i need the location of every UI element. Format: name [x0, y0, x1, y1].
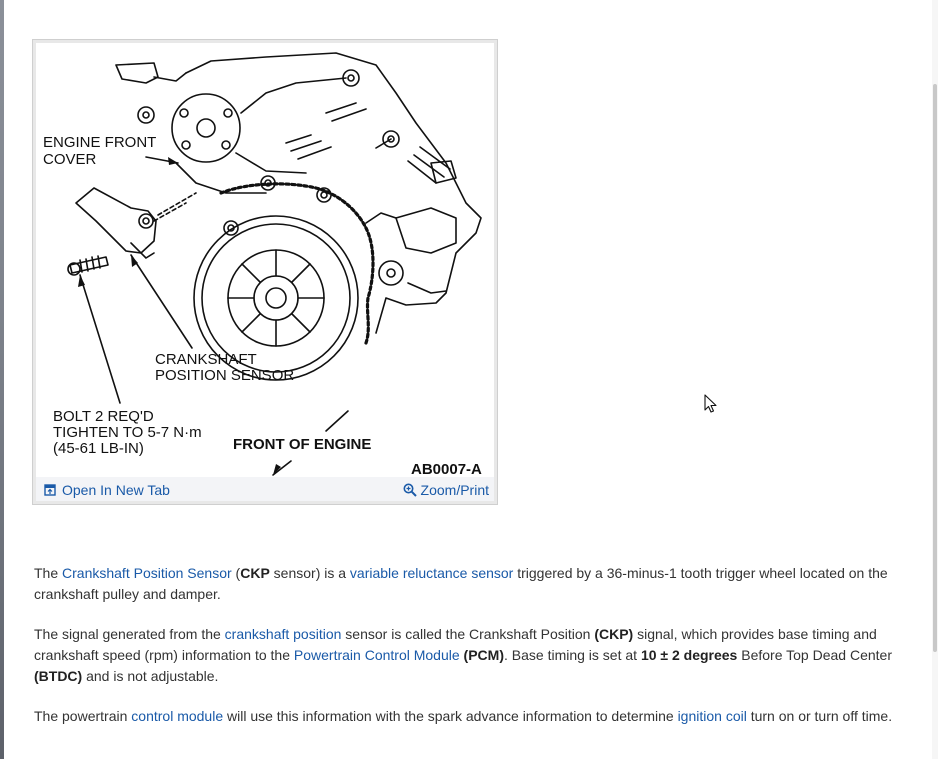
label-bolt-1: BOLT 2 REQ'D: [53, 408, 154, 425]
article-body: The Crankshaft Position Sensor (CKP sens…: [34, 563, 904, 746]
link-powertrain-control-module[interactable]: Powertrain Control Module: [293, 647, 460, 663]
diagram-figure: ENGINE FRONT COVER CRANKSHAFT POSITION S…: [32, 39, 498, 505]
paragraph-ignition-coil: The powertrain control module will use t…: [34, 706, 904, 727]
text: signal, which provides base timing and c…: [34, 626, 877, 663]
label-engine-front-cover-1: ENGINE FRONT: [43, 134, 156, 151]
text: . Base timing is set at: [503, 647, 641, 663]
open-in-new-tab-button[interactable]: Open In New Tab: [44, 482, 170, 498]
mouse-cursor-icon: [704, 394, 718, 419]
text: The: [34, 565, 63, 581]
text: (: [231, 565, 241, 581]
text: and is not adjustable.: [82, 668, 219, 684]
text: will use this information with the spark…: [223, 708, 678, 724]
open-in-new-tab-label: Open In New Tab: [62, 482, 170, 498]
label-bolt-3: (45-61 LB-IN): [53, 440, 144, 457]
bold-ckp: CKP: [240, 565, 270, 581]
label-bolt-2: TIGHTEN TO 5-7 N·m: [53, 424, 202, 441]
zoom-icon: [403, 483, 417, 497]
text: sensor is called the Crankshaft Position: [341, 626, 595, 642]
label-engine-front-cover-2: COVER: [43, 151, 97, 168]
link-crankshaft-position[interactable]: crankshaft position: [224, 626, 342, 642]
text: The powertrain: [34, 708, 132, 724]
label-position-sensor-2: POSITION SENSOR: [155, 367, 294, 384]
scrollbar-track[interactable]: [932, 0, 938, 759]
link-crankshaft-position-sensor[interactable]: Crankshaft Position Sensor: [62, 565, 232, 581]
link-ignition-coil[interactable]: ignition coil: [677, 708, 747, 724]
zoom-print-button[interactable]: Zoom/Print: [403, 482, 489, 498]
open-new-tab-icon: [44, 484, 56, 496]
zoom-print-label: Zoom/Print: [420, 482, 489, 498]
label-crankshaft-1: CRANKSHAFT: [155, 351, 257, 368]
crankshaft-sensor-diagram[interactable]: ENGINE FRONT COVER CRANKSHAFT POSITION S…: [36, 43, 494, 477]
bold-base-timing: 10 ± 2 degrees: [640, 647, 738, 663]
link-control-module[interactable]: control module: [131, 708, 224, 724]
figure-code: AB0007-A: [411, 461, 482, 477]
bold-pcm: (PCM): [463, 647, 504, 663]
figure-toolbar: Open In New Tab Zoom/Print: [36, 477, 494, 501]
paragraph-ckp-intro: The Crankshaft Position Sensor (CKP sens…: [34, 563, 904, 605]
bold-ckp-paren: (CKP): [594, 626, 634, 642]
bold-btdc: (BTDC): [34, 668, 83, 684]
text: sensor) is a: [269, 565, 350, 581]
engine-illustration: ENGINE FRONT COVER CRANKSHAFT POSITION S…: [43, 52, 482, 477]
window-left-edge: [0, 0, 4, 759]
text: The signal generated from the: [34, 626, 225, 642]
text: Before Top Dead Center: [737, 647, 892, 663]
link-variable-reluctance-sensor[interactable]: variable reluctance sensor: [349, 565, 514, 581]
label-front-of-engine: FRONT OF ENGINE: [233, 436, 371, 453]
scrollbar-thumb[interactable]: [933, 84, 937, 652]
text: triggered by a 36-minus-1 tooth trigger …: [34, 565, 888, 602]
text: turn on or turn off time.: [746, 708, 893, 724]
paragraph-ckp-signal: The signal generated from the crankshaft…: [34, 624, 904, 687]
